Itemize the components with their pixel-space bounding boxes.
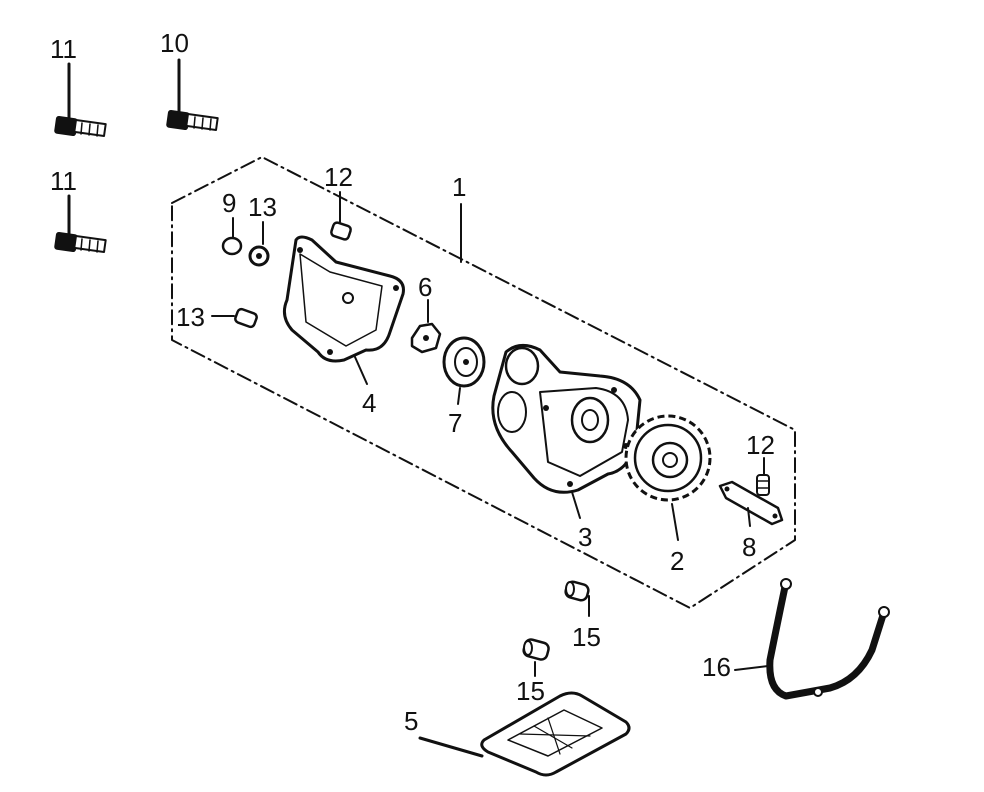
callout-16: 16 [702, 652, 731, 682]
part-3-pump-body [491, 344, 642, 519]
callout-15-upper: 15 [572, 622, 601, 652]
part-16-gasket [734, 578, 890, 700]
part-13-dowel-left [211, 307, 258, 329]
callout-11-top: 11 [50, 34, 77, 64]
callout-9: 9 [222, 188, 236, 218]
callout-4: 4 [362, 388, 376, 418]
callout-1: 1 [452, 172, 466, 202]
part-5-strainer [418, 691, 631, 777]
part-13-dowel-top [330, 191, 352, 241]
bolt-11-top [54, 62, 107, 138]
callout-3: 3 [578, 522, 592, 552]
part-6-shaft [410, 299, 442, 354]
part-14-collar [248, 221, 270, 267]
callout-13-top: 12 [324, 162, 353, 192]
bolt-10 [166, 58, 219, 132]
part-15-collar-lower [522, 638, 550, 677]
callout-2: 2 [670, 546, 684, 576]
part-9-washer [221, 217, 243, 256]
bolt-11-bottom [54, 194, 107, 254]
callout-7: 7 [448, 408, 462, 438]
callout-11-bottom: 11 [50, 166, 77, 196]
callout-6: 6 [418, 272, 432, 302]
part-2-sprocket [624, 414, 712, 541]
part-12-spring [756, 457, 770, 496]
callout-10: 10 [160, 28, 189, 58]
part-7-rotor [442, 336, 486, 405]
callout-14: 13 [248, 192, 277, 222]
part-15-collar-upper [564, 580, 590, 617]
callout-8: 8 [742, 532, 756, 562]
assembly-outline [171, 156, 796, 609]
callout-13-left: 13 [176, 302, 205, 332]
callout-15-lower: 15 [516, 676, 545, 706]
callout-12: 12 [746, 430, 775, 460]
part-4-pump-cover [282, 235, 405, 385]
callout-5: 5 [404, 706, 418, 736]
part-8-lever [718, 480, 784, 527]
